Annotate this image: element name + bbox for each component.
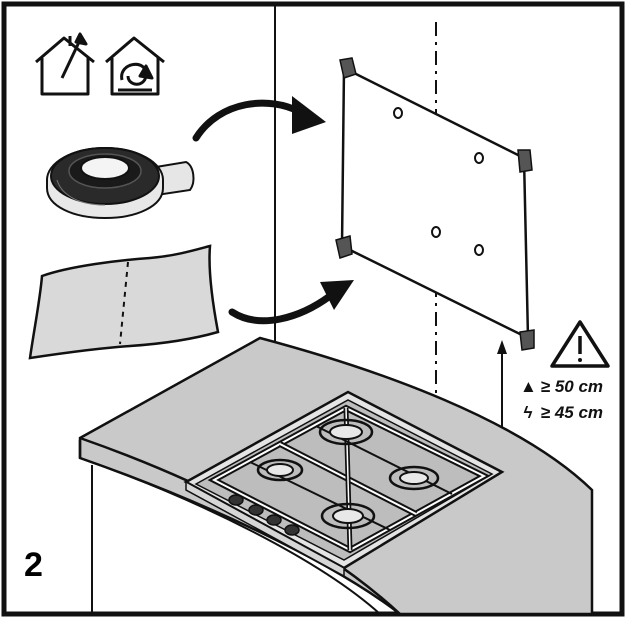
gas-clearance-value: 50 cm: [554, 377, 604, 396]
gas-clearance-label: ▲ ≥ 50 cm: [520, 377, 603, 397]
electric-clearance-label: ϟ ≥ 45 cm: [520, 403, 604, 423]
tape-roll-icon: [46, 147, 195, 220]
gas-flame-icon: ▲: [520, 377, 537, 396]
warning-triangle-icon: [550, 320, 610, 368]
sealing-sheet-icon: [28, 244, 220, 360]
step-number: 2: [24, 546, 43, 584]
arrow-to-panel-top: [192, 96, 326, 142]
house-circulation-icon: [105, 36, 165, 96]
electric-clearance-symbol: ≥: [540, 403, 551, 422]
hob-knobs: [228, 494, 300, 536]
arrow-to-panel-bottom: [228, 280, 354, 325]
house-ventilation-icon: [35, 32, 95, 96]
gas-hob-icon: [183, 390, 505, 578]
wall-panel-icon: [335, 57, 535, 351]
lightning-icon: ϟ: [523, 403, 533, 422]
electric-clearance-value: 45 cm: [554, 403, 604, 422]
gas-clearance-symbol: ≥: [540, 377, 551, 396]
